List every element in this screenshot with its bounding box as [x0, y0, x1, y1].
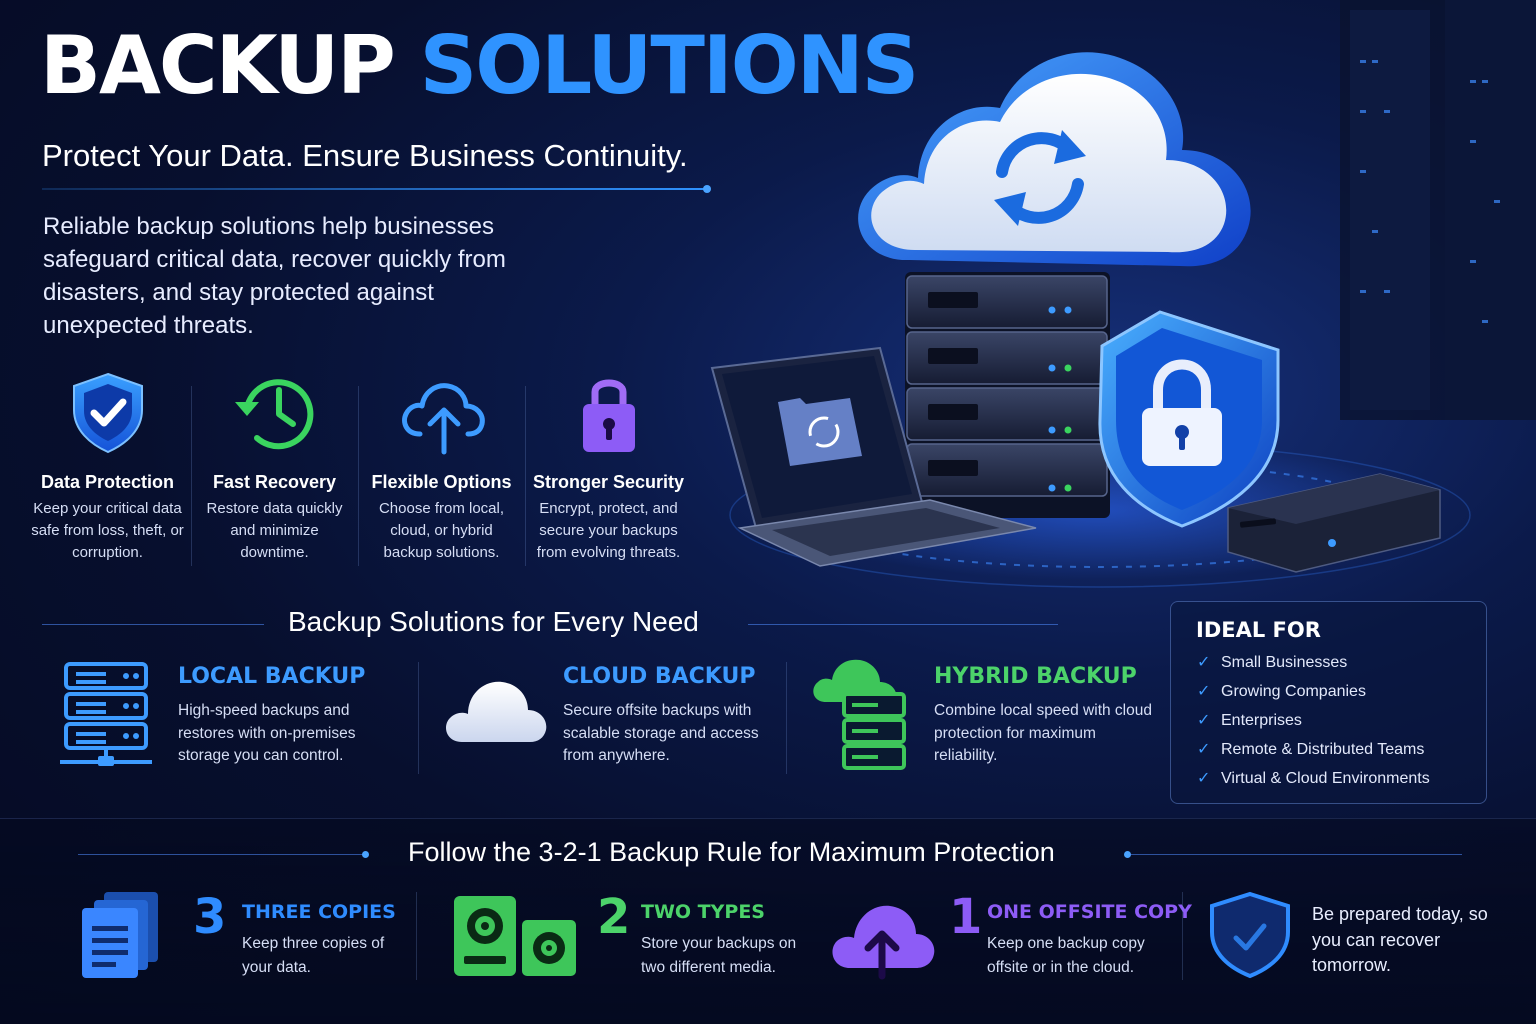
- divider: [1182, 892, 1183, 980]
- divider: [786, 662, 787, 774]
- solution-desc: High-speed backups and restores with on-…: [178, 702, 356, 764]
- ideal-for-list: ✓Small Businesses ✓Growing Companies ✓En…: [1197, 652, 1430, 797]
- list-item: ✓Virtual & Cloud Environments: [1197, 768, 1430, 797]
- title-divider: [42, 185, 711, 193]
- check-icon: ✓: [1197, 712, 1211, 729]
- padlock-icon: [561, 368, 657, 458]
- rule-desc: Store your backups on two different medi…: [641, 935, 797, 976]
- cloud-server-icon: [808, 650, 918, 770]
- list-item: ✓Small Businesses: [1197, 652, 1430, 681]
- check-icon: ✓: [1197, 770, 1211, 787]
- feature-title: Stronger Security: [532, 472, 685, 492]
- server-stack-graphic: [905, 272, 1110, 518]
- feature-desc: Keep your critical data safe from loss, …: [31, 500, 184, 561]
- sync-icon: [994, 130, 1086, 226]
- server-stack-icon: [56, 650, 166, 770]
- feature-flexible-options: Flexible Options Choose from local, clou…: [358, 368, 525, 568]
- section-rule-left: [42, 624, 264, 625]
- title-backup: BACKUP: [40, 19, 396, 112]
- solution-title: LOCAL BACKUP: [178, 664, 366, 689]
- feature-title: Data Protection: [40, 472, 175, 492]
- check-icon: ✓: [1197, 741, 1211, 758]
- rule-heading: Follow the 3-2-1 Backup Rule for Maximum…: [408, 837, 1055, 867]
- title-solutions: SOLUTIONS: [419, 19, 920, 112]
- rule-number: 1: [949, 889, 983, 945]
- check-icon: ✓: [1197, 654, 1211, 671]
- drives-icon: [450, 890, 580, 980]
- cloud-upload-icon: [394, 368, 490, 458]
- external-drive-graphic: [1227, 473, 1441, 573]
- feature-fast-recovery: Fast Recovery Restore data quickly and m…: [191, 368, 358, 568]
- solution-cloud-backup: CLOUD BACKUP Secure offsite backups with…: [440, 650, 780, 780]
- clock-recovery-icon: [227, 368, 323, 458]
- feature-title: Flexible Options: [371, 472, 512, 492]
- rule-title: ONE OFFSITE COPY: [987, 901, 1192, 923]
- list-item: ✓Enterprises: [1197, 710, 1430, 739]
- solution-local-backup: LOCAL BACKUP High-speed backups and rest…: [56, 650, 406, 780]
- shield-icon: [1204, 890, 1296, 980]
- features-row: Data Protection Keep your critical data …: [24, 368, 704, 568]
- list-item: ✓Growing Companies: [1197, 681, 1430, 710]
- feature-desc: Restore data quickly and minimize downti…: [206, 500, 343, 561]
- solution-hybrid-backup: HYBRID BACKUP Combine local speed with c…: [808, 650, 1158, 780]
- section-rule-right: [1130, 854, 1462, 855]
- feature-title: Fast Recovery: [212, 472, 337, 492]
- solution-title: HYBRID BACKUP: [934, 664, 1137, 689]
- rule-desc: Keep three copies of your data.: [242, 935, 385, 976]
- rule-dot: [1124, 851, 1131, 858]
- rule-title: TWO TYPES: [641, 901, 765, 923]
- rule-dot: [362, 851, 369, 858]
- solution-desc: Combine local speed with cloud protectio…: [934, 702, 1152, 764]
- section-rule-left: [78, 854, 364, 855]
- section-rule-right: [748, 624, 1058, 625]
- feature-data-protection: Data Protection Keep your critical data …: [24, 368, 191, 568]
- feature-desc: Encrypt, protect, and secure your backup…: [536, 500, 681, 561]
- solution-title: CLOUD BACKUP: [563, 664, 756, 689]
- folder-sync-icon: [778, 398, 862, 466]
- cloud-upload-icon: [826, 890, 938, 980]
- divider: [418, 662, 419, 774]
- rule-number: 2: [597, 889, 631, 945]
- hero-illustration: [700, 0, 1536, 600]
- solution-desc: Secure offsite backups with scalable sto…: [563, 702, 759, 764]
- ideal-for-title: IDEAL FOR: [1196, 618, 1321, 642]
- hero-scene: [710, 0, 1536, 588]
- page-title: BACKUP SOLUTIONS: [40, 26, 919, 106]
- feature-desc: Choose from local, cloud, or hybrid back…: [378, 500, 505, 561]
- feature-stronger-security: Stronger Security Encrypt, protect, and …: [525, 368, 692, 568]
- page-subtitle: Protect Your Data. Ensure Business Conti…: [42, 138, 688, 173]
- rule-number: 3: [193, 889, 227, 945]
- rule-desc: Keep one backup copy offsite or in the c…: [987, 935, 1145, 976]
- solutions-heading: Backup Solutions for Every Need: [288, 606, 699, 637]
- rule-title: THREE COPIES: [242, 901, 396, 923]
- intro-text: Reliable backup solutions help businesse…: [43, 213, 506, 339]
- closing-message: Be prepared today, so you can recover to…: [1312, 904, 1488, 975]
- cloud-sync-graphic: [858, 52, 1251, 267]
- shield-lock-graphic: [1098, 310, 1280, 528]
- list-item: ✓Remote & Distributed Teams: [1197, 739, 1430, 768]
- laptop-graphic: [710, 346, 1037, 567]
- ideal-for-panel: IDEAL FOR ✓Small Businesses ✓Growing Com…: [1170, 601, 1487, 804]
- documents-icon: [74, 890, 170, 980]
- cloud-icon: [440, 650, 550, 770]
- background-racks: [1340, 0, 1536, 420]
- check-icon: ✓: [1197, 683, 1211, 700]
- shield-check-icon: [60, 368, 156, 458]
- divider: [416, 892, 417, 980]
